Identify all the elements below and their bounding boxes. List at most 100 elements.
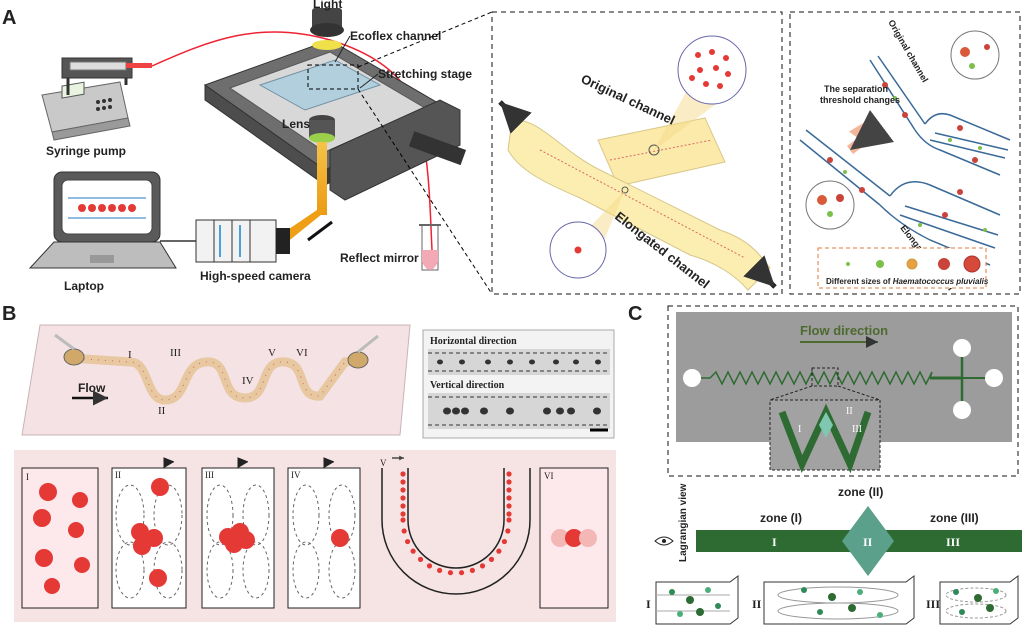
chip-roman-VI: VI bbox=[296, 347, 308, 359]
chip-roman-IV: IV bbox=[242, 375, 254, 387]
u-channel-particle bbox=[501, 538, 508, 545]
box-V-label: V bbox=[380, 458, 387, 468]
box-label-II: II bbox=[752, 597, 762, 611]
u-channel-particle bbox=[479, 563, 486, 569]
u-channel-particle bbox=[505, 528, 511, 534]
lagrangian-box-III bbox=[939, 575, 1019, 625]
u-channel-particle bbox=[400, 471, 406, 477]
box-VI-label: VI bbox=[544, 471, 554, 481]
box-II-label: II bbox=[115, 470, 121, 480]
lens-label: Lens bbox=[282, 117, 310, 131]
camera-label: High-speed camera bbox=[200, 269, 311, 283]
u-channel-particle bbox=[506, 511, 512, 517]
box-II bbox=[111, 467, 187, 609]
lagrangian-view-label: Lagrangian view bbox=[678, 483, 689, 562]
box-III bbox=[201, 467, 275, 609]
u-channel-particle bbox=[417, 556, 424, 562]
u-channel-particle bbox=[437, 567, 443, 574]
box-label-III: III bbox=[926, 597, 940, 611]
u-channel-particle bbox=[506, 479, 512, 485]
box-IV-label: IV bbox=[291, 470, 301, 480]
serpentine-chip bbox=[21, 324, 411, 436]
threshold-line2: threshold changes bbox=[820, 95, 900, 105]
box-IV bbox=[287, 467, 361, 609]
lagrangian-box-I bbox=[655, 575, 739, 625]
u-channel-particle bbox=[488, 556, 495, 562]
box-V-particles bbox=[400, 471, 512, 576]
zone3-label: zone (III) bbox=[930, 511, 979, 525]
bar-label-I: I bbox=[772, 535, 777, 549]
zoom-circle-right-bottom bbox=[805, 180, 855, 230]
box-I-label: I bbox=[26, 472, 29, 482]
syringe-pump-label: Syringe pump bbox=[46, 144, 126, 158]
u-channel-particle bbox=[400, 487, 406, 493]
outlet-top bbox=[953, 339, 971, 357]
panel-label-b: B bbox=[2, 303, 16, 325]
light-label: Light bbox=[313, 0, 342, 11]
lens bbox=[309, 115, 335, 143]
light-source bbox=[310, 8, 344, 50]
box-III-label: III bbox=[205, 470, 214, 480]
box-I bbox=[21, 467, 99, 609]
zoom-circle-right-top bbox=[950, 30, 1000, 80]
high-speed-camera bbox=[195, 219, 290, 263]
panel-label-c: C bbox=[628, 303, 642, 325]
laptop bbox=[28, 171, 177, 269]
u-channel-particle bbox=[426, 563, 433, 569]
flow-label: Flow bbox=[78, 381, 106, 395]
u-channel-particle bbox=[400, 479, 406, 485]
u-channel-particle bbox=[400, 495, 406, 501]
zoom-marker bbox=[811, 367, 839, 387]
u-channel-particle bbox=[506, 487, 512, 493]
inset-label-III: III bbox=[852, 424, 862, 435]
zone2-label: zone (II) bbox=[838, 485, 883, 499]
vertical-direction-label: Vertical direction bbox=[430, 380, 505, 391]
u-channel-particle bbox=[458, 570, 465, 576]
u-channel-particle bbox=[410, 548, 416, 554]
chip-roman-III: III bbox=[170, 347, 181, 359]
inset-label-I: I bbox=[798, 424, 801, 435]
outlet-bottom bbox=[953, 401, 971, 419]
chip-roman-I: I bbox=[128, 349, 132, 361]
chip-roman-V: V bbox=[268, 347, 276, 359]
chip-roman-II: II bbox=[158, 405, 166, 417]
u-channel-particle bbox=[506, 503, 512, 509]
u-channel-particle bbox=[401, 528, 407, 534]
tubing bbox=[151, 31, 433, 251]
u-channel-particle bbox=[469, 567, 475, 574]
u-channel-particle bbox=[400, 503, 406, 509]
bar-label-III: III bbox=[946, 535, 960, 549]
laptop-label: Laptop bbox=[64, 279, 104, 293]
size-legend-box bbox=[817, 247, 987, 289]
size-legend-text: Different sizes of Haematococcus pluvial… bbox=[826, 277, 989, 286]
u-channel-particle bbox=[506, 471, 512, 477]
syringe-pump-device bbox=[41, 57, 152, 141]
u-channel-particle bbox=[400, 517, 406, 523]
box-label-I: I bbox=[646, 597, 651, 611]
ecoflex-channel-label: Ecoflex channel bbox=[350, 29, 441, 43]
reflect-mirror bbox=[307, 220, 333, 242]
bar-label-II: II bbox=[863, 535, 873, 549]
collection-tube bbox=[419, 224, 441, 271]
zoom-box bbox=[307, 64, 359, 90]
elongated-bifurcation bbox=[799, 129, 1001, 266]
zigzag-channel bbox=[701, 370, 933, 386]
panel-label-a: A bbox=[2, 7, 16, 29]
u-channel-particle bbox=[447, 570, 454, 576]
zone-diamond bbox=[842, 506, 894, 576]
lagrangian-box-II bbox=[763, 575, 915, 625]
reflect-mirror-label: Reflect mirror bbox=[340, 251, 419, 265]
outlet-right bbox=[985, 369, 1003, 387]
u-channel-particle bbox=[496, 548, 502, 554]
size-legend-cells bbox=[846, 255, 981, 273]
inset-label-II: II bbox=[846, 406, 853, 417]
eye-icon bbox=[654, 536, 674, 546]
u-channel-particle bbox=[400, 511, 406, 517]
inlet-port bbox=[683, 369, 701, 387]
horizontal-direction-label: Horizontal direction bbox=[430, 336, 517, 347]
original-bifurcation bbox=[869, 55, 1011, 176]
flow-direction-label: Flow direction bbox=[800, 323, 888, 338]
stretching-stage-label: Stretching stage bbox=[378, 67, 472, 81]
u-channel-particle bbox=[404, 538, 411, 545]
box-V-u-channel bbox=[381, 468, 531, 595]
